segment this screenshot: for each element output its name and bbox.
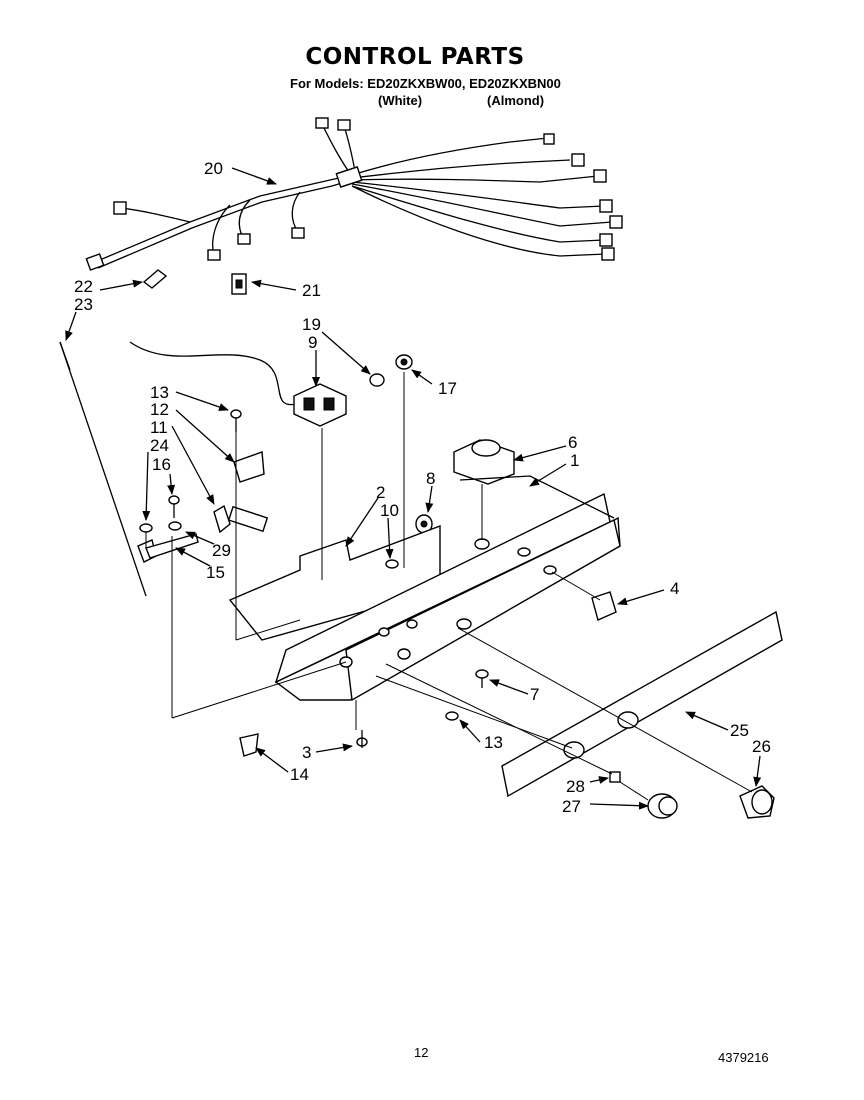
callout-24: 24: [150, 436, 169, 455]
screw-part-10: [385, 559, 399, 569]
callout-28: 28: [566, 777, 585, 796]
bulb-part-19: [369, 373, 385, 387]
callout-17: 17: [438, 379, 457, 398]
screw-part-7: [475, 669, 489, 688]
color-label-white: (White): [378, 93, 423, 108]
callout-25: 25: [730, 721, 749, 740]
callout-29: 29: [212, 541, 231, 560]
screw-part-13-bottom: [445, 711, 459, 721]
clip-part-28: [609, 771, 621, 783]
callout-21: 21: [302, 281, 321, 300]
rod-part-23: [59, 341, 157, 597]
callout-16: 16: [152, 455, 171, 474]
wire-harness: [85, 117, 623, 271]
light-socket-part-9: [129, 341, 347, 427]
screw-part-13-top: [230, 409, 242, 432]
callout-11: 11: [150, 418, 168, 437]
leader-lines: [65, 167, 762, 810]
callout-23: 23: [74, 295, 93, 314]
control-housing-part-1: [274, 475, 621, 702]
knob-part-27: [647, 793, 678, 819]
clip-part-21: [231, 273, 247, 295]
clip-part-14: [239, 733, 259, 757]
screw-part-16: [168, 495, 180, 518]
callout-8: 8: [426, 469, 435, 488]
callout-3: 3: [302, 743, 311, 762]
callout-22: 22: [74, 277, 93, 296]
callout-4: 4: [670, 579, 679, 598]
socket-part-17: [395, 354, 413, 370]
knob-part-26: [739, 785, 775, 819]
callout-labels: 20 22 23 21 19 9 17 13 12 11 24 16 29 15…: [74, 159, 771, 816]
washer-part-24: [139, 521, 182, 533]
shaft-part-11: [213, 504, 269, 534]
callout-9: 9: [308, 333, 317, 352]
callout-1: 1: [570, 451, 579, 470]
models-line: For Models: ED20ZKXBW00, ED20ZKXBN00: [290, 76, 561, 91]
callout-27: 27: [562, 797, 581, 816]
callout-26: 26: [752, 737, 771, 756]
callout-13-bottom: 13: [484, 733, 503, 752]
screw-part-3: [356, 730, 368, 748]
callout-10: 10: [380, 501, 399, 520]
callout-14: 14: [290, 765, 309, 784]
document-number: 4379216: [718, 1050, 769, 1065]
callout-13-top: 13: [150, 383, 169, 402]
projection-lines: [145, 372, 753, 801]
page-title: CONTROL PARTS: [305, 44, 525, 70]
cold-control-part-6: [453, 439, 515, 485]
callout-19: 19: [302, 315, 321, 334]
clip-part-22: [142, 269, 168, 289]
bracket-part-12: [233, 451, 265, 483]
callout-12: 12: [150, 400, 169, 419]
switch-part-4: [591, 591, 617, 621]
callout-2: 2: [376, 483, 385, 502]
callout-7: 7: [530, 685, 539, 704]
callout-6: 6: [568, 433, 577, 452]
callout-20: 20: [204, 159, 223, 178]
color-label-almond: (Almond): [487, 93, 545, 108]
callout-15: 15: [206, 563, 225, 582]
control-panel-part-25: [501, 610, 783, 798]
page-number: 12: [414, 1045, 429, 1060]
